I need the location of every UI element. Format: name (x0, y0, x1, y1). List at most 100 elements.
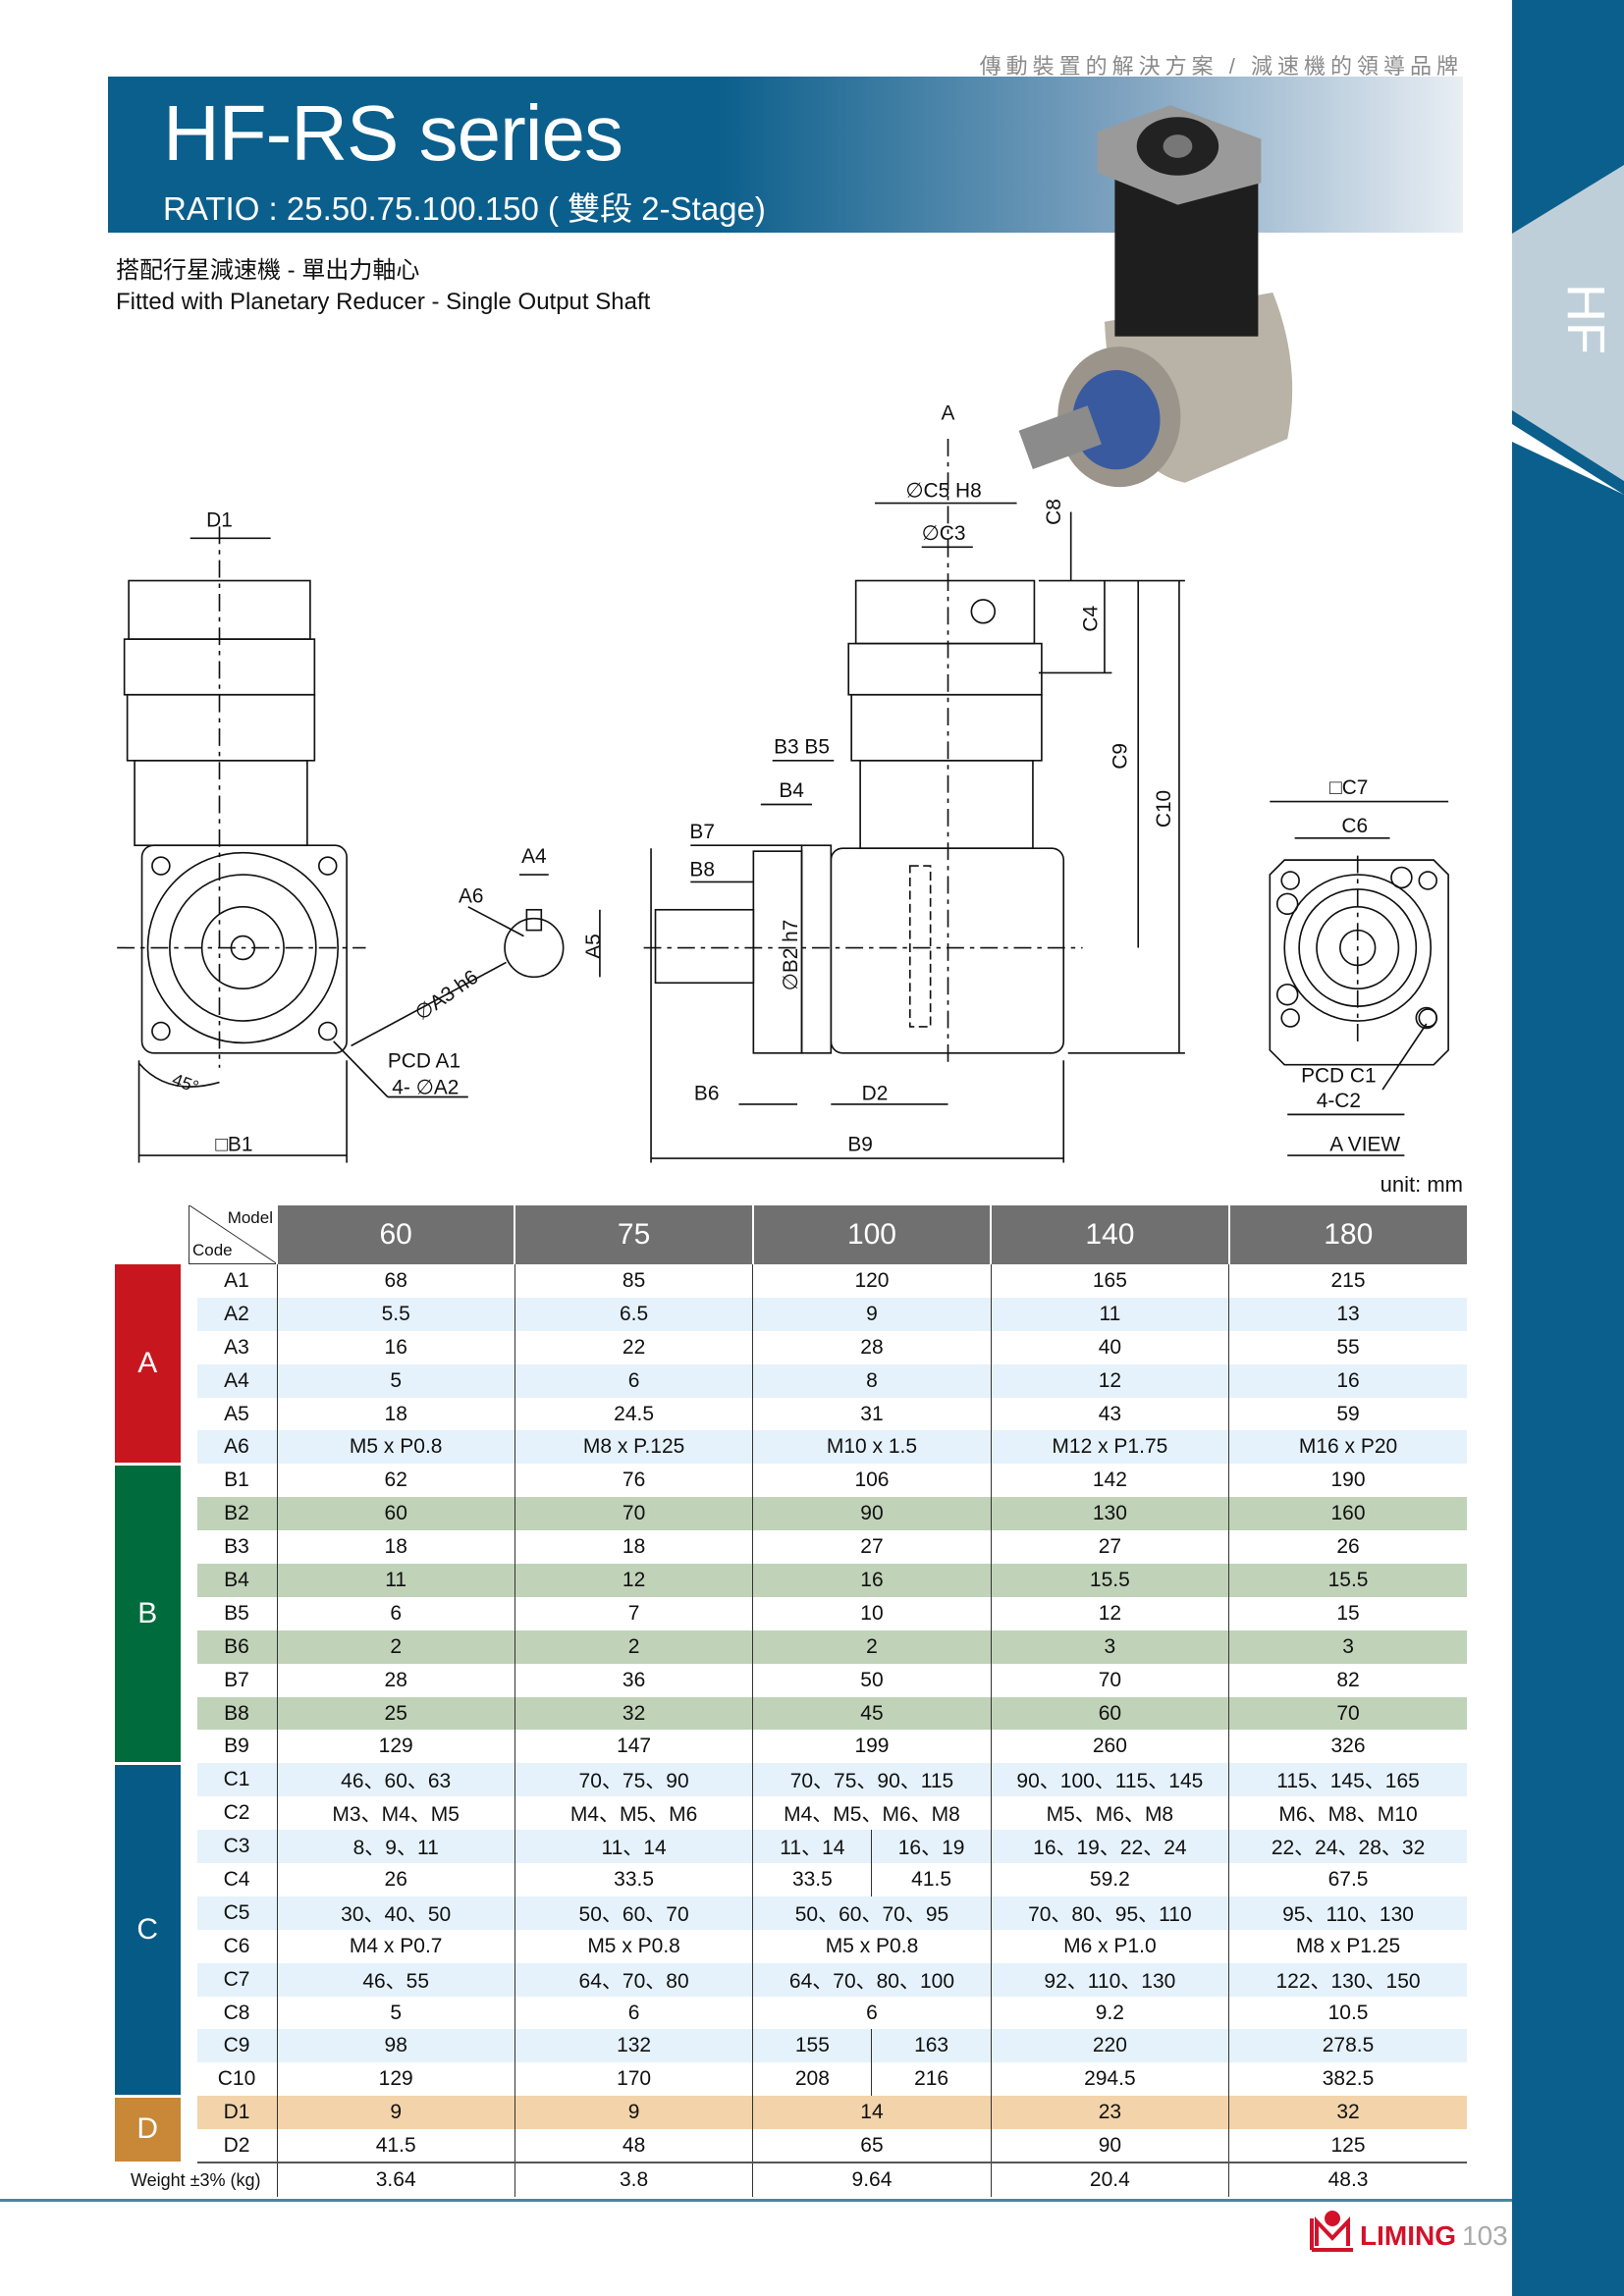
cell: 92、110、130 (990, 1962, 1229, 1997)
cell: 278.5 (1228, 2029, 1467, 2063)
product-image (1018, 105, 1293, 488)
row-code: B2 (189, 1497, 278, 1531)
cell: 70 (1228, 1696, 1467, 1731)
cell: 40 (990, 1330, 1229, 1364)
row-code: B7 (189, 1663, 278, 1697)
label-b6: B6 (694, 1082, 720, 1104)
row-code: B4 (189, 1564, 278, 1597)
label-c5: ∅C5 H8 (905, 480, 981, 503)
label-a-arrow: A (942, 402, 955, 425)
cell: 98 (276, 2029, 515, 2063)
page-number: 103 (1462, 2220, 1508, 2251)
cell: 11 (276, 1564, 515, 1597)
cell: 59 (1228, 1397, 1467, 1431)
cell: 59.2 (990, 1863, 1229, 1896)
cell: M4、M5、M6 (514, 1796, 753, 1831)
cell: 22、24、28、32 (1228, 1830, 1467, 1864)
cell: 208 216 (752, 2062, 992, 2097)
cell: 28 (276, 1663, 515, 1697)
dimension-drawings: D1 □B1 PCD A1 4- ∅A2 45° A4 A6 A5 ∅A3 h6… (117, 105, 1449, 1163)
cell-part: 33.5 (791, 1867, 833, 1891)
cell: 90 (990, 2129, 1229, 2163)
cell: 70 (990, 1663, 1229, 1697)
cell: 2 (514, 1629, 753, 1664)
cell: 76 (514, 1464, 753, 1498)
cell: M5 x P0.8 (514, 1929, 753, 1963)
cell: 16 (1228, 1363, 1467, 1398)
label-c2: 4-C2 (1317, 1090, 1361, 1112)
cell: 5 (276, 1363, 515, 1398)
cell: 15 (1228, 1596, 1467, 1630)
ratio-text: RATIO : 25.50.75.100.150 ( 雙段 2-Stage) (163, 190, 766, 227)
model-header-180: 180 (1227, 1205, 1467, 1264)
cell: 130 (990, 1497, 1229, 1531)
row-code: C9 (189, 2029, 278, 2063)
cell: 25 (276, 1696, 515, 1731)
cell: 64、70、80 (514, 1962, 753, 1997)
cell: 294.5 (990, 2062, 1229, 2097)
cell: M4、M5、M6、M8 (752, 1796, 992, 1831)
cell: 160 (1228, 1497, 1467, 1531)
cell: 50 (752, 1663, 992, 1697)
cell: 22 (514, 1330, 753, 1364)
subtitle-chinese: 搭配行星減速機 - 單出力軸心 (116, 257, 420, 284)
row-code: D2 (189, 2129, 278, 2163)
cell: 70、75、90、115 (752, 1763, 992, 1797)
row-code: B9 (189, 1730, 278, 1764)
row-code: B5 (189, 1596, 278, 1630)
cell: M5、M6、M8 (990, 1796, 1229, 1831)
weight-label: Weight ±3% (kg) (115, 2162, 277, 2198)
weight-value: 9.64 (752, 2162, 992, 2198)
cell: 27 (752, 1530, 992, 1565)
cell-part: 208 (794, 2067, 830, 2091)
label-b3-b5: B3 B5 (774, 735, 830, 758)
cell: 70、80、95、110 (990, 1896, 1229, 1930)
cell: 64、70、80、100 (752, 1962, 992, 1997)
cell: 68 (276, 1264, 515, 1298)
cell: 46、60、63 (276, 1763, 515, 1797)
cell: 27 (990, 1530, 1229, 1565)
brand-logo: LIMING 103 (1309, 2207, 1508, 2252)
label-c8: C8 (1043, 499, 1065, 525)
weight-value: 20.4 (990, 2162, 1229, 2198)
cell: 132 (514, 2029, 753, 2063)
cell: 16、19、22、24 (990, 1830, 1229, 1864)
cell: 23 (990, 2096, 1229, 2130)
side-view-drawing (643, 439, 1185, 1163)
cell: 62 (276, 1464, 515, 1498)
cell: 82 (1228, 1663, 1467, 1697)
row-code: C3 (189, 1830, 278, 1864)
model-header-75: 75 (514, 1205, 753, 1264)
cell: 9 (276, 2096, 515, 2130)
tagline: 傳動裝置的解決方案 / 減速機的領導品牌 (979, 54, 1463, 79)
label-a2: 4- ∅A2 (392, 1077, 459, 1099)
cell: 2 (752, 1629, 992, 1664)
subtitle-english: Fitted with Planetary Reducer - Single O… (116, 289, 651, 315)
front-view-drawing (117, 526, 468, 1163)
cell: 6 (752, 1996, 992, 2030)
weight-value: 3.8 (514, 2162, 753, 2198)
cell: 67.5 (1228, 1863, 1467, 1896)
cell-part: 216 (871, 2062, 990, 2097)
label-d1: D1 (206, 508, 233, 531)
cell: 28 (752, 1330, 992, 1364)
cell: 8 (752, 1363, 992, 1398)
cell: 18 (276, 1397, 515, 1431)
row-code: B3 (189, 1530, 278, 1565)
cell: 26 (1228, 1530, 1467, 1565)
row-code: C5 (189, 1896, 278, 1930)
row-code: A4 (189, 1363, 278, 1398)
cell: 24.5 (514, 1397, 753, 1431)
cell: M6、M8、M10 (1228, 1796, 1467, 1831)
cell: 260 (990, 1730, 1229, 1764)
cell: 16 (752, 1564, 992, 1597)
cell: 12 (990, 1596, 1229, 1630)
